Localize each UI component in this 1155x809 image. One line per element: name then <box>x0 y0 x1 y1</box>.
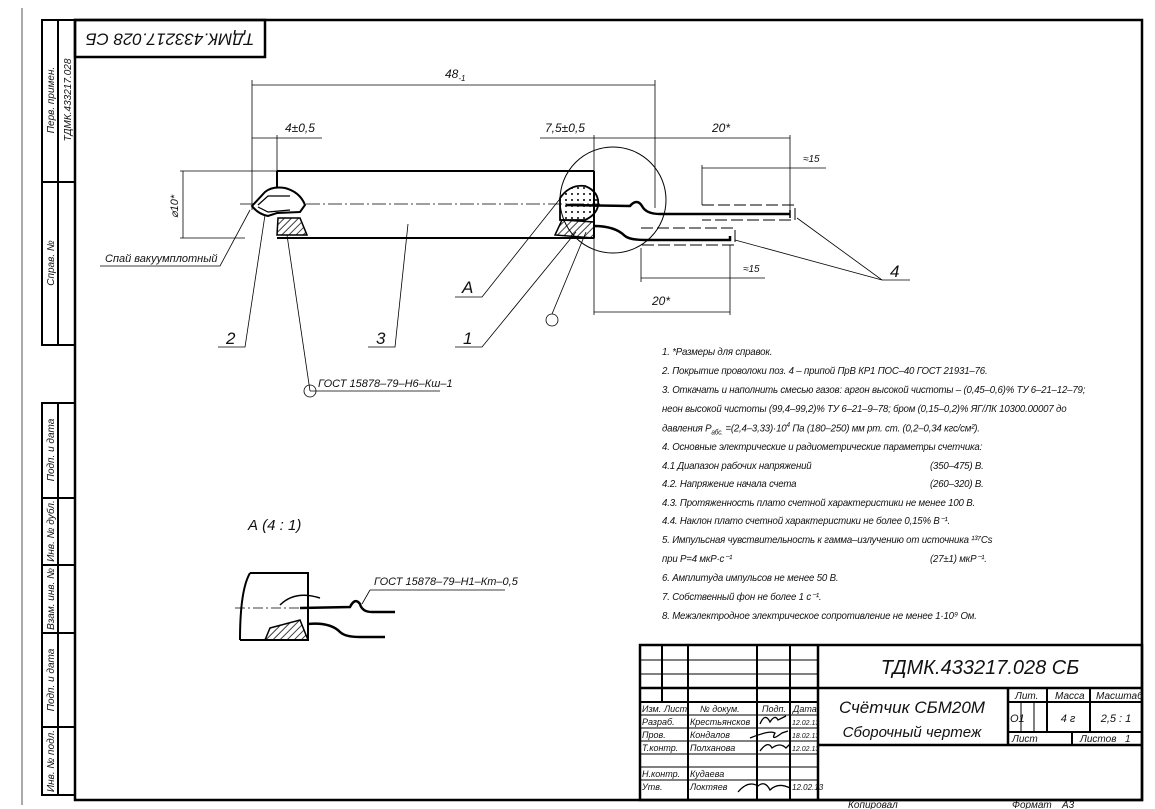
dim-left: 4±0,5 <box>285 121 315 135</box>
note-4-2-value: (260–320) В. <box>930 478 984 490</box>
side-perv-primen-label: Перв. примен. <box>46 67 57 133</box>
name-nkontr: Кудаева <box>690 769 724 779</box>
col-doc: № докум. <box>700 704 740 714</box>
date-razrab: 12.02.13 <box>792 720 819 727</box>
name-razrab: Крестьянсков <box>690 717 750 727</box>
detail-view-a <box>235 572 505 641</box>
detail-title: А (4 : 1) <box>247 517 301 534</box>
format-value: А3 <box>1061 800 1075 809</box>
sheet-label: Лист <box>1011 734 1038 745</box>
dim-approx-bottom: ≈15 <box>743 264 760 275</box>
signature-razrab <box>759 715 787 725</box>
sheets-label: Листов <box>1079 734 1116 745</box>
leaders <box>100 194 910 398</box>
side-podp-data-1: Подп. и дата <box>46 418 57 481</box>
note-5-cont: при P=4 мкР·с⁻¹ <box>662 553 733 565</box>
lit-label: Лит. <box>1014 691 1038 702</box>
scale-label: Масштаб <box>1096 690 1143 702</box>
dim-diameter: ⌀10* <box>169 194 181 218</box>
note-3-cont: неон высокой чистоты (99,4–99,2)% ТУ 6–2… <box>662 403 1067 415</box>
note-4-4: 4.4. Наклон плато счетной характеристики… <box>662 515 951 527</box>
note-5-value: (27±1) мкР⁻¹. <box>930 553 987 565</box>
side-strip <box>41 19 76 796</box>
dim-lead-bottom: 20* <box>651 294 670 308</box>
title-block <box>638 643 1144 802</box>
view-a-label: А <box>461 278 473 297</box>
col-date: Дата <box>792 704 817 714</box>
note-6: 6. Амплитуда импульсов не менее 50 В. <box>662 572 839 584</box>
role-tkontr: Т.контр. <box>642 743 678 753</box>
position-4: 4 <box>890 262 899 281</box>
note-5: 5. Импульсная чувствительность к гамма–и… <box>662 534 993 546</box>
signatures <box>737 715 791 793</box>
note-3-pressure: давления Pабс. =(2,4–3,33)·104 Па (180–2… <box>662 422 980 437</box>
note-4-3: 4.3. Протяженность плато счетной характе… <box>662 497 975 509</box>
note-2: 2. Покрытие проволоки поз. 4 – припой Пр… <box>662 365 988 377</box>
sheets-value: 1 <box>1125 734 1131 745</box>
position-2: 2 <box>225 329 236 348</box>
counter-main-view <box>240 146 796 254</box>
name-tkontr: Полханова <box>690 743 735 753</box>
stamp-code: ТДМК.433217.028 СБ <box>86 30 255 49</box>
side-perv-primen-value: ТДМК.433217.028 <box>63 58 74 141</box>
dim-overall: 48-1 <box>445 67 465 83</box>
role-razrab: Разраб. <box>642 717 675 727</box>
dim-overall-tolerance: -1 <box>458 74 465 83</box>
signature-utv <box>737 783 791 793</box>
date-tkontr: 12.02.13 <box>792 746 819 753</box>
role-utv: Утв. <box>641 782 662 792</box>
note-1: 1. *Размеры для справок. <box>662 346 773 358</box>
position-3: 3 <box>376 329 386 348</box>
role-prov: Пров. <box>642 730 666 740</box>
side-podp-data-2: Подп. и дата <box>46 648 57 711</box>
mass-value: 4 г <box>1061 713 1076 725</box>
note-7: 7. Собственный фон не более 1 с⁻¹. <box>662 591 822 603</box>
copied-label: Копировал <box>848 800 898 809</box>
format-label: Формат <box>1012 800 1052 809</box>
signature-tkontr <box>759 743 791 752</box>
side-vzam-inv: Взам. инв. № <box>46 568 57 630</box>
lit-value: О1 <box>1010 713 1025 725</box>
col-izm: Изм. <box>642 704 661 714</box>
side-sprav-label: Справ. № <box>46 240 57 286</box>
weld-spec-left: ГОСТ 15878–79–Н6–Кш–1 <box>318 378 453 390</box>
doc-type: Сборочный чертеж <box>843 724 982 741</box>
name-prov: Кондалов <box>690 730 730 740</box>
position-1: 1 <box>463 329 472 348</box>
top-stamp: ТДМК.433217.028 СБ <box>73 18 267 59</box>
note-3: 3. Откачать и наполнить смесью газов: ар… <box>662 384 1086 396</box>
dimensions <box>180 80 826 315</box>
date-utv: 12.02.13 <box>792 783 824 792</box>
note-4: 4. Основные электрические и радиометриче… <box>662 441 983 453</box>
note-8: 8. Межэлектродное электрическое сопротив… <box>662 610 977 622</box>
mass-label: Масса <box>1055 691 1085 702</box>
dim-lead-top: 20* <box>711 121 730 135</box>
col-sign: Подп. <box>762 704 786 714</box>
note-4-2: 4.2. Напряжение начала счета <box>662 478 797 490</box>
side-inv-dubl: Инв. № дубл. <box>45 500 57 562</box>
product-name: Счётчик СБМ20М <box>839 698 986 717</box>
signature-prov <box>749 730 789 739</box>
doc-number: ТДМК.433217.028 СБ <box>881 657 1080 679</box>
scale-value: 2,5 : 1 <box>1100 713 1132 725</box>
note-4-1-value: (350–475) В. <box>930 460 984 472</box>
dim-right: 7,5±0,5 <box>545 121 585 135</box>
label-seal: Спай вакуумплотный <box>105 253 217 265</box>
note-4-1: 4.1 Диапазон рабочих напряжений <box>662 460 812 472</box>
side-inv-podl: Инв. № подл. <box>46 730 57 792</box>
name-utv: Локтяев <box>689 782 728 792</box>
role-nkontr: Н.контр. <box>642 769 680 779</box>
weld-spec-detail: ГОСТ 15878–79–Н1–Кт–0,5 <box>374 576 519 588</box>
dim-approx-top: ≈15 <box>803 154 820 165</box>
date-prov: 18.02.13 <box>792 733 819 740</box>
col-list: Лист <box>663 704 688 714</box>
